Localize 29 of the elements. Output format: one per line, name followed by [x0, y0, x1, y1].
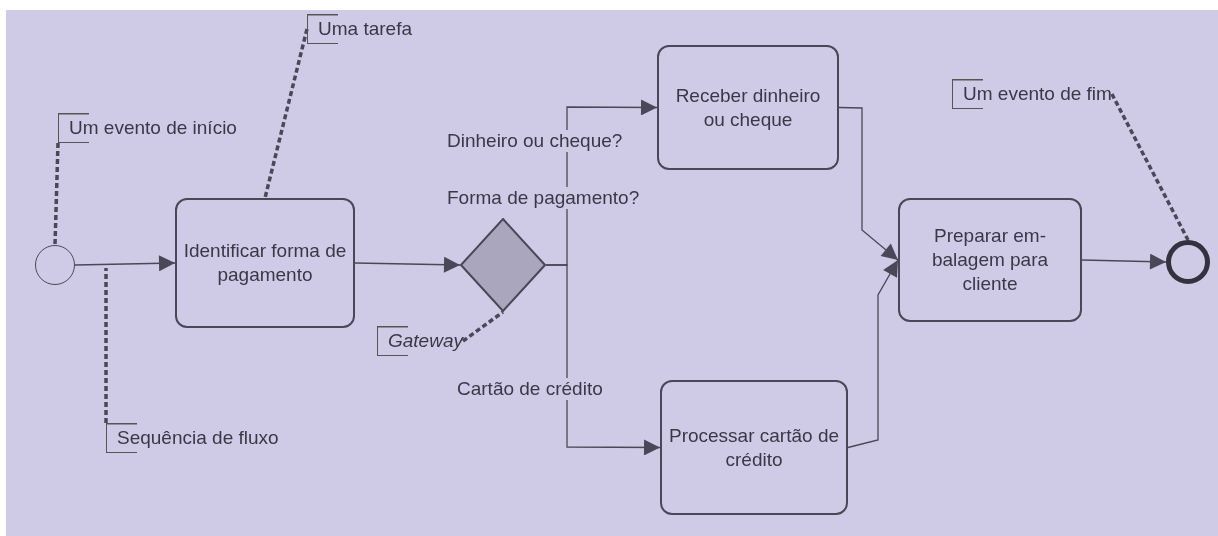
task-box	[657, 45, 839, 170]
annotation-text: Uma tarefa	[318, 18, 412, 39]
task-label: Preparar em- balagem para cliente	[930, 224, 1050, 296]
leader-line	[104, 268, 108, 423]
edge-label: Dinheiro ou cheque?	[445, 130, 625, 152]
task-label: Processar cartão de crédito	[668, 423, 840, 472]
edge-label: Cartão de crédito	[455, 378, 605, 400]
task-box	[898, 198, 1082, 322]
sequence-flow-arrow	[838, 106, 899, 261]
leader-line	[263, 28, 309, 199]
sequence-flow-arrow	[847, 259, 899, 449]
sequence-flow-arrow	[545, 264, 661, 456]
leader-line	[53, 142, 60, 246]
annotation-text: Sequência de fluxo	[117, 427, 279, 448]
sequence-flow-arrow	[354, 256, 461, 273]
gateway-question-label: Forma de pagamento?	[445, 187, 642, 209]
gateway-diamond	[460, 218, 546, 312]
sequence-flow-arrow	[1081, 253, 1167, 270]
annotation-text: Um evento de início	[69, 117, 237, 138]
leader-line	[1110, 93, 1190, 241]
task-box	[175, 198, 355, 328]
task-label: Identificar forma de pagamento	[183, 239, 347, 287]
sequence-flow-arrow	[74, 255, 176, 272]
end-event-circle	[1166, 240, 1210, 284]
annotation-text: Um evento de fim	[963, 83, 1112, 104]
task-box	[660, 380, 848, 515]
task-label: Receber dinheiro ou cheque	[674, 83, 822, 132]
annotation-text: Gateway	[388, 330, 463, 351]
leader-line	[461, 310, 505, 343]
